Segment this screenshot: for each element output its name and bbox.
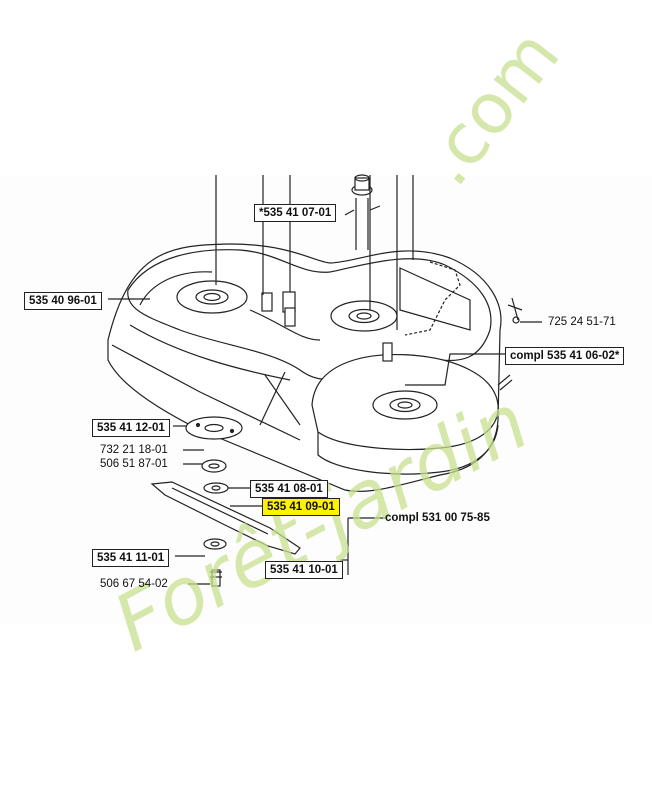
washer-upper bbox=[203, 482, 229, 494]
bearing bbox=[201, 459, 227, 473]
spindle-left bbox=[176, 280, 248, 314]
part-label-732-21-18-01: 732 21 18-01 bbox=[100, 444, 168, 456]
part-label-535-41-07-01: *535 41 07-01 bbox=[254, 204, 337, 222]
post-4 bbox=[382, 342, 393, 362]
post-3 bbox=[284, 307, 296, 327]
part-label-compl-535-41-06-02: compl 535 41 06-02* bbox=[505, 347, 625, 365]
bolt-right bbox=[507, 297, 523, 321]
washer-lower bbox=[203, 538, 227, 550]
part-label-535-41-12-01: 535 41 12-01 bbox=[92, 419, 170, 437]
part-label-535-40-96-01: 535 40 96-01 bbox=[24, 292, 102, 310]
part-label-535-41-09-01-highlighted: 535 41 09-01 bbox=[262, 498, 340, 516]
post-1 bbox=[261, 292, 273, 312]
spindle-right bbox=[372, 390, 438, 420]
blade-bolt bbox=[211, 569, 221, 587]
bearing-plate bbox=[185, 416, 243, 440]
part-label-compl-531-00-75-85: compl 531 00 75-85 bbox=[385, 512, 490, 524]
part-label-535-41-10-01: 535 41 10-01 bbox=[265, 561, 343, 579]
blade bbox=[150, 481, 301, 555]
part-label-535-41-11-01: 535 41 11-01 bbox=[92, 549, 170, 567]
part-label-725-24-51-71: 725 24 51-71 bbox=[548, 316, 616, 328]
part-label-535-41-08-01: 535 41 08-01 bbox=[250, 480, 328, 498]
part-label-506-67-54-02: 506 67 54-02 bbox=[100, 578, 168, 590]
part-label-506-51-87-01: 506 51 87-01 bbox=[100, 458, 168, 470]
